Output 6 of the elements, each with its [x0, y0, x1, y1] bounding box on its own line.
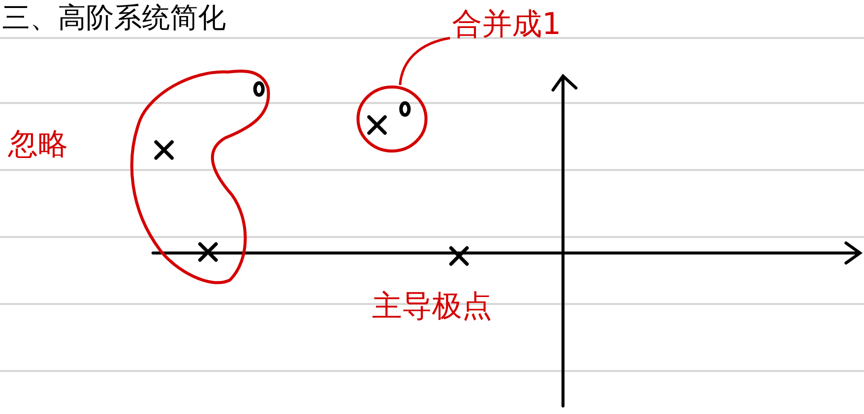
annotation-text: 忽略: [8, 130, 68, 160]
leader-line: [398, 36, 450, 86]
circled-group: [356, 84, 428, 154]
annotation-text: 合并成1: [452, 10, 562, 40]
title: 三、高阶系统简化: [2, 4, 226, 32]
annotation-text: 主导极点: [372, 292, 492, 322]
